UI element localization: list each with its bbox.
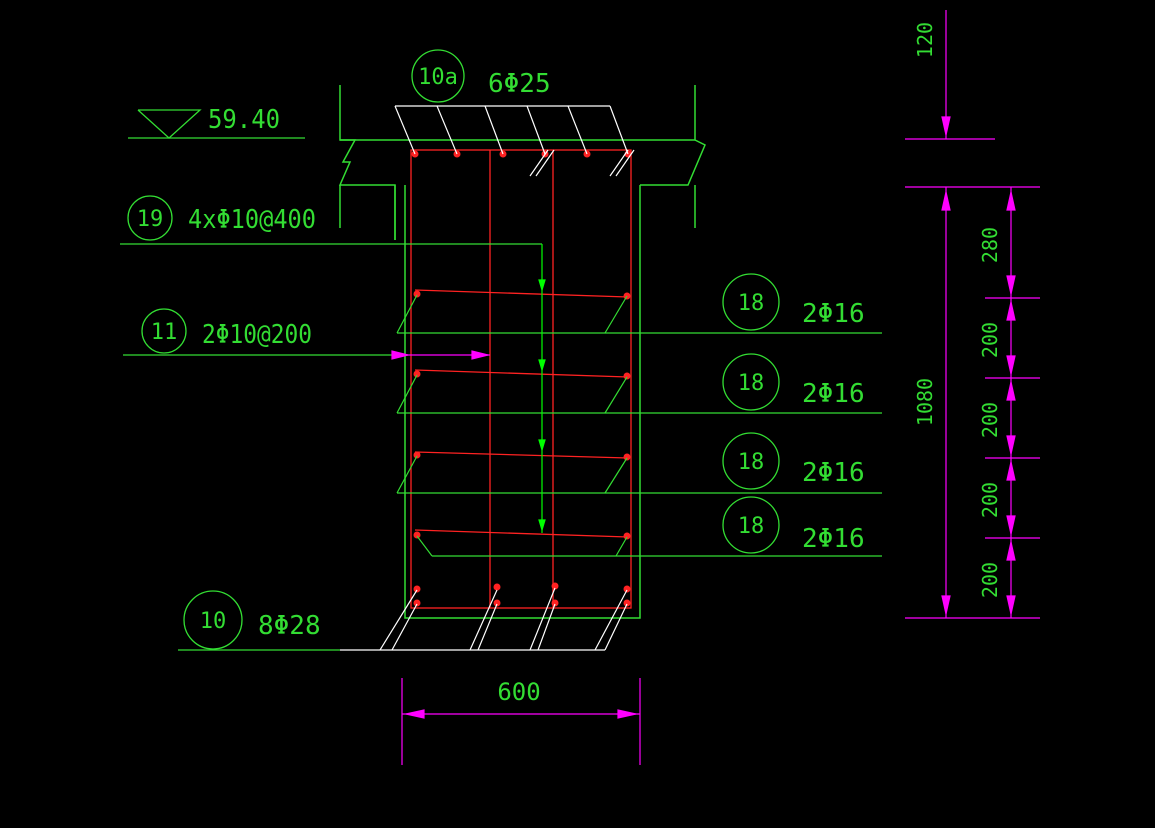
callout-10a: 10a 6Φ25 — [411, 49, 551, 103]
callout-id: 18 — [738, 450, 765, 475]
rebar-dot — [413, 290, 421, 298]
width-dimension — [401, 678, 641, 765]
callout-id: 10a — [418, 65, 458, 90]
callout-id: 11 — [151, 320, 178, 345]
dim-slab-thickness: 120 — [913, 22, 937, 58]
callout-spec: 2Φ16 — [802, 379, 865, 409]
rebar-dot — [551, 582, 559, 590]
dim-segment: 200 — [978, 402, 1002, 438]
top-bar-leaders — [394, 105, 635, 177]
dim-segment: 200 — [978, 482, 1002, 518]
callout-spec: 2Φ16 — [802, 299, 865, 329]
rebar-dot — [413, 585, 421, 593]
callout-id: 18 — [738, 514, 765, 539]
rebar-dot — [413, 599, 421, 607]
callout-spec: 8Φ28 — [258, 611, 321, 641]
vertical-dimension-labels: 120 1080 280 200 200 200 200 — [913, 22, 1002, 598]
callout-id: 18 — [738, 291, 765, 316]
callout-18-1: 18 2Φ16 — [722, 273, 865, 331]
rebar-dot — [623, 453, 631, 461]
concrete-outline — [338, 85, 706, 619]
rebar-dot — [551, 599, 559, 607]
callout-spec: 2Φ16 — [802, 524, 865, 554]
callout-10: 10 8Φ28 — [183, 590, 321, 650]
callout-11-arrows — [391, 350, 490, 360]
dim-segment: 200 — [978, 562, 1002, 598]
rebar-dot — [623, 372, 631, 380]
elevation-value: 59.40 — [208, 105, 280, 135]
rebar-dot — [623, 599, 631, 607]
rebar-dot — [623, 532, 631, 540]
rebar-cage — [410, 149, 632, 609]
elevation-triangle-icon — [137, 109, 202, 139]
callout-18-2: 18 2Φ16 — [722, 353, 865, 411]
leader-lines — [120, 243, 882, 651]
stirrup-guide — [538, 244, 546, 533]
rebar-dot — [493, 599, 501, 607]
rebar-dots — [411, 150, 632, 607]
callout-id: 10 — [200, 609, 227, 634]
callout-18-3: 18 2Φ16 — [722, 432, 865, 490]
callout-11: 11 2Φ10@200 — [141, 308, 312, 354]
dim-segment: 280 — [978, 227, 1002, 263]
dim-total-height: 1080 — [913, 378, 937, 426]
callout-spec: 6Φ25 — [488, 69, 551, 99]
rebar-dot — [493, 583, 501, 591]
callout-spec: 2Φ16 — [802, 458, 865, 488]
tie-hooks — [396, 294, 628, 557]
callout-19: 19 4xΦ10@400 — [127, 195, 316, 241]
vertical-dimensions — [905, 10, 1040, 619]
dim-width: 600 — [497, 678, 540, 706]
elevation-marker: 59.40 — [128, 105, 305, 139]
callout-spec: 4xΦ10@400 — [188, 205, 316, 235]
rebar-dot — [413, 531, 421, 539]
rebar-dot — [413, 451, 421, 459]
dim-segment: 200 — [978, 322, 1002, 358]
rebar-dot — [623, 585, 631, 593]
bottom-bar-leaders — [340, 587, 628, 651]
callout-18-4: 18 2Φ16 — [722, 496, 865, 554]
callout-id: 18 — [738, 371, 765, 396]
rebar-dot — [413, 370, 421, 378]
callout-spec: 2Φ10@200 — [202, 320, 312, 350]
callout-id: 19 — [137, 207, 164, 232]
